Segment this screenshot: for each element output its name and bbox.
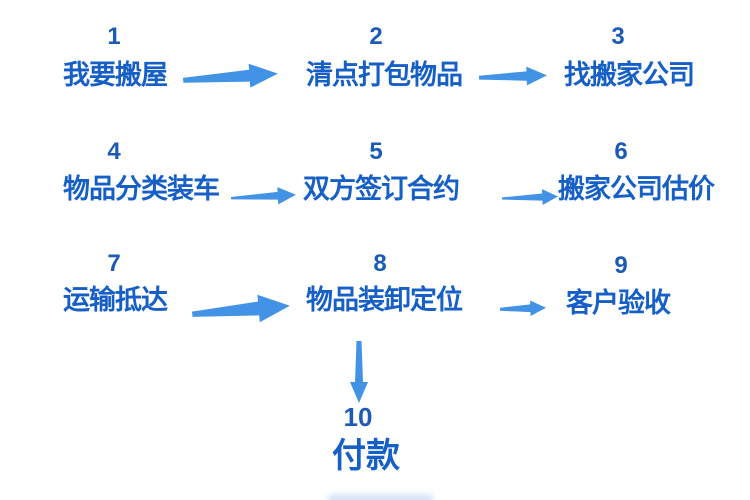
step-10-label: 付款	[332, 437, 400, 475]
step-10-number: 10	[343, 402, 373, 432]
step-8-number: 8	[373, 250, 387, 277]
step-1-label: 我要搬屋	[63, 60, 168, 90]
step-2-number: 2	[369, 23, 383, 50]
step-4-label: 物品分类装车	[63, 174, 220, 204]
step-9-label: 客户验收	[566, 288, 671, 318]
arrow-4-to-5-icon	[230, 182, 296, 210]
step-1-number: 1	[107, 23, 121, 50]
step-2-label: 清点打包物品	[306, 60, 463, 90]
arrow-8-to-9-icon	[499, 298, 547, 319]
arrow-8-to-10-icon	[346, 341, 372, 403]
arrow-2-to-3-icon	[478, 63, 548, 90]
step-3-number: 3	[611, 23, 625, 50]
step-7-label: 运输抵达	[63, 285, 168, 315]
bottom-cutoff-artifact	[328, 494, 433, 500]
arrow-5-to-6-icon	[501, 185, 559, 210]
step-5-number: 5	[369, 138, 383, 165]
step-6-label: 搬家公司估价	[558, 174, 715, 204]
step-4-number: 4	[107, 138, 121, 165]
step-7-number: 7	[107, 250, 121, 277]
step-9-number: 9	[614, 252, 628, 279]
step-5-label: 双方签订合约	[303, 174, 460, 204]
arrow-7-to-8-icon	[191, 289, 292, 331]
step-3-label: 找搬家公司	[564, 60, 695, 90]
step-8-label: 物品装卸定位	[306, 285, 463, 315]
step-6-number: 6	[614, 138, 628, 165]
arrow-1-to-2-icon	[182, 58, 279, 97]
